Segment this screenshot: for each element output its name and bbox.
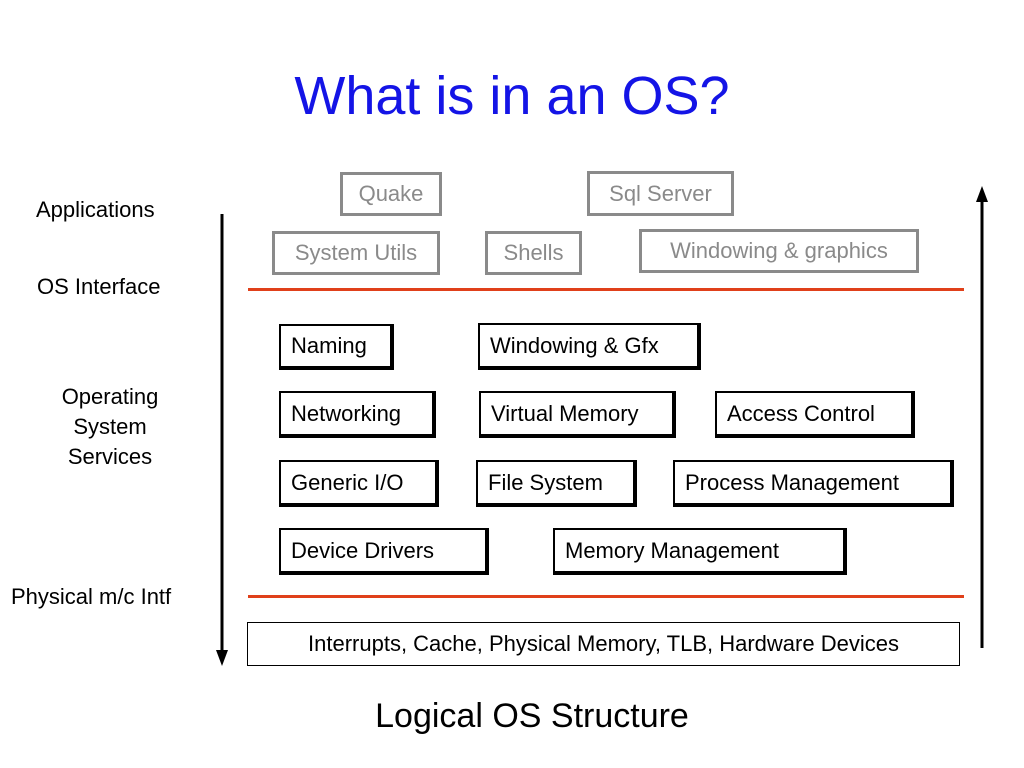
app-box-sql-server: Sql Server: [587, 171, 734, 216]
app-box-shells: Shells: [485, 231, 582, 275]
label-physical-intf: Physical m/c Intf: [11, 584, 172, 609]
service-box-access-control: Access Control: [715, 391, 915, 438]
service-box-virtual-memory: Virtual Memory: [479, 391, 676, 438]
service-box-process-management: Process Management: [673, 460, 954, 507]
service-box-naming: Naming: [279, 324, 394, 370]
service-box-networking: Networking: [279, 391, 436, 438]
hardware-box: Interrupts, Cache, Physical Memory, TLB,…: [247, 622, 960, 666]
diagram-caption: Logical OS Structure: [375, 697, 689, 735]
os-interface-line: [248, 288, 964, 291]
service-box-windowing-gfx: Windowing & Gfx: [478, 323, 701, 370]
up-arrow: [976, 186, 988, 648]
label-os-services-line2: System: [73, 414, 147, 439]
label-os-services-line3: Services: [67, 444, 153, 469]
slide-title: What is in an OS?: [294, 66, 730, 126]
down-arrow: [216, 214, 228, 666]
label-os-services: Operating System Services: [50, 382, 170, 472]
service-box-generic-io: Generic I/O: [279, 460, 439, 507]
service-box-file-system: File System: [476, 460, 637, 507]
app-box-quake: Quake: [340, 172, 442, 216]
app-box-windowing-graphics: Windowing & graphics: [639, 229, 919, 273]
physical-interface-line: [248, 595, 964, 598]
app-box-system-utils: System Utils: [272, 231, 440, 275]
service-box-memory-management: Memory Management: [553, 528, 847, 575]
label-applications: Applications: [36, 197, 155, 222]
service-box-device-drivers: Device Drivers: [279, 528, 489, 575]
label-os-interface: OS Interface: [37, 274, 161, 299]
label-os-services-line1: Operating: [61, 384, 159, 409]
